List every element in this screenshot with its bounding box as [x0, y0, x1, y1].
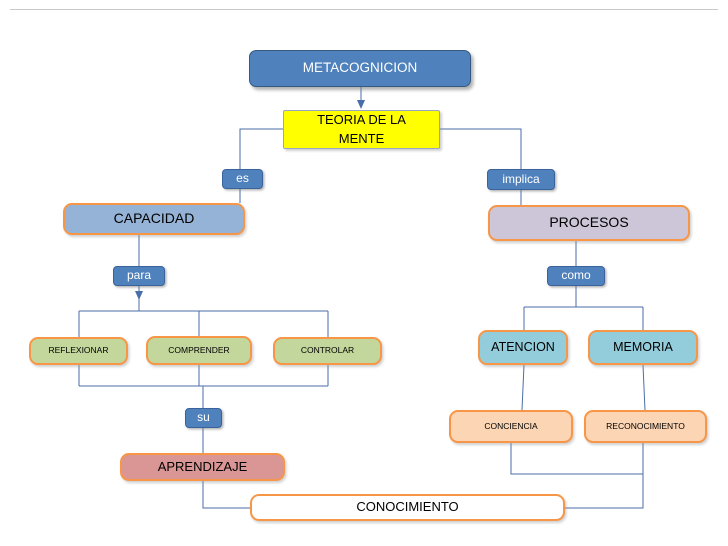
node-capacidad: CAPACIDAD: [63, 203, 245, 235]
node-teoria-de-la-mente: TEORIA DE LA MENTE: [283, 110, 440, 149]
node-comprender: COMPRENDER: [146, 336, 252, 365]
node-memoria: MEMORIA: [588, 330, 698, 365]
teoria-line-2: MENTE: [338, 130, 385, 146]
node-reflexionar: REFLEXIONAR: [29, 337, 128, 365]
node-atencion: ATENCION: [478, 330, 568, 365]
node-procesos: PROCESOS: [488, 205, 690, 241]
node-conciencia: CONCIENCIA: [449, 410, 573, 443]
edge-como-bus: [523, 286, 644, 330]
edge-teoria-capacidad: [239, 128, 283, 203]
node-conocimiento: CONOCIMIENTO: [250, 494, 565, 521]
edge-memoria-reconocimiento: [642, 364, 646, 411]
edge-conciencia-junction: [510, 443, 643, 475]
link-label-como: como: [547, 266, 605, 286]
node-aprendizaje: APRENDIZAJE: [120, 453, 285, 481]
node-controlar: CONTROLAR: [273, 337, 382, 365]
link-label-es: es: [222, 169, 263, 189]
slide-top-edge: [10, 9, 718, 10]
edge-green-bus-top: [78, 310, 329, 337]
node-metacognicion: METACOGNICION: [249, 50, 471, 87]
teoria-line-1: TEORIA DE LA: [317, 112, 406, 128]
edge-atencion-conciencia: [521, 364, 525, 411]
edge-green-bus-bottom: [78, 365, 329, 408]
arrowhead-para: [135, 291, 143, 300]
arrowhead-teoria: [357, 100, 365, 109]
link-label-para: para: [113, 266, 165, 286]
link-label-implica: implica: [487, 169, 555, 190]
link-label-su: su: [185, 408, 222, 428]
edge-aprendizaje-conocimiento: [202, 481, 250, 509]
edge-teoria-procesos: [440, 128, 522, 205]
edge-reconocimiento-conocimiento: [565, 443, 644, 509]
node-reconocimiento: RECONOCIMIENTO: [584, 410, 707, 443]
